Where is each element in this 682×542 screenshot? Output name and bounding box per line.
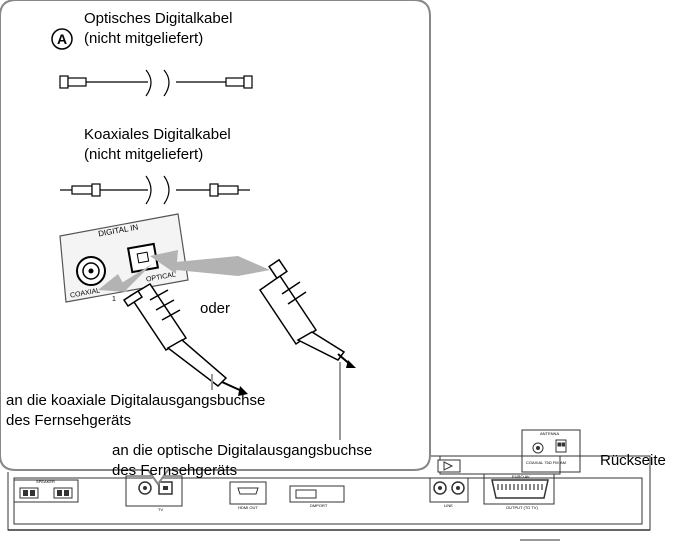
speaker-connectors <box>13 479 79 503</box>
callout-badge: A <box>56 31 68 47</box>
tv-audio-connectors <box>125 475 183 507</box>
rear-side-label: Rückseite <box>600 452 666 469</box>
optical-plug <box>258 258 356 368</box>
am-label: AM <box>560 460 566 465</box>
coax-note-line1: an die koaxiale Digitalausgangsbuchse <box>6 392 266 409</box>
digital-in-number: 1 <box>112 296 116 303</box>
upper-ports-area <box>437 429 581 475</box>
line-label: LINE <box>444 503 453 508</box>
euro-av-label: EURO AV <box>512 474 530 479</box>
optical-cable-title: Optisches Digitalkabel <box>84 10 233 27</box>
or-label: oder <box>200 300 231 317</box>
optical-note-line1: an die optische Digitalausgangsbuchse <box>112 442 373 459</box>
optical-cable-icon <box>59 69 253 97</box>
hdmi-out-label: HDMI OUT <box>238 505 258 510</box>
optical-note-line2: des Fernsehgeräts <box>112 462 238 479</box>
output-label: OUTPUT (TO TV) <box>506 505 538 510</box>
coaxial-cable-icon <box>60 175 250 205</box>
tv-label: TV <box>158 507 164 512</box>
dmport-connector <box>289 485 345 503</box>
speaker-label: SPEAKER <box>36 479 55 484</box>
coaxial-cable-subtitle: (nicht mitgeliefert) <box>84 146 204 163</box>
scart-connector <box>483 473 555 505</box>
coax-note-line2: des Fernsehgeräts <box>6 412 132 429</box>
optical-cable-subtitle: (nicht mitgeliefert) <box>84 30 204 47</box>
callout-outline <box>0 0 431 486</box>
antenna-label: ANTENNA <box>540 431 560 436</box>
coaxial-fm-label: COAXIAL 75Ω FM <box>526 460 559 465</box>
digital-in-panel <box>59 213 189 303</box>
hdmi-connector <box>229 481 267 505</box>
badge-circle <box>51 28 73 50</box>
line-connectors <box>429 477 469 503</box>
dmport-label: DMPORT <box>310 503 328 508</box>
connection-arrows <box>98 250 270 292</box>
coaxial-cable-title: Koaxiales Digitalkabel <box>84 126 231 143</box>
